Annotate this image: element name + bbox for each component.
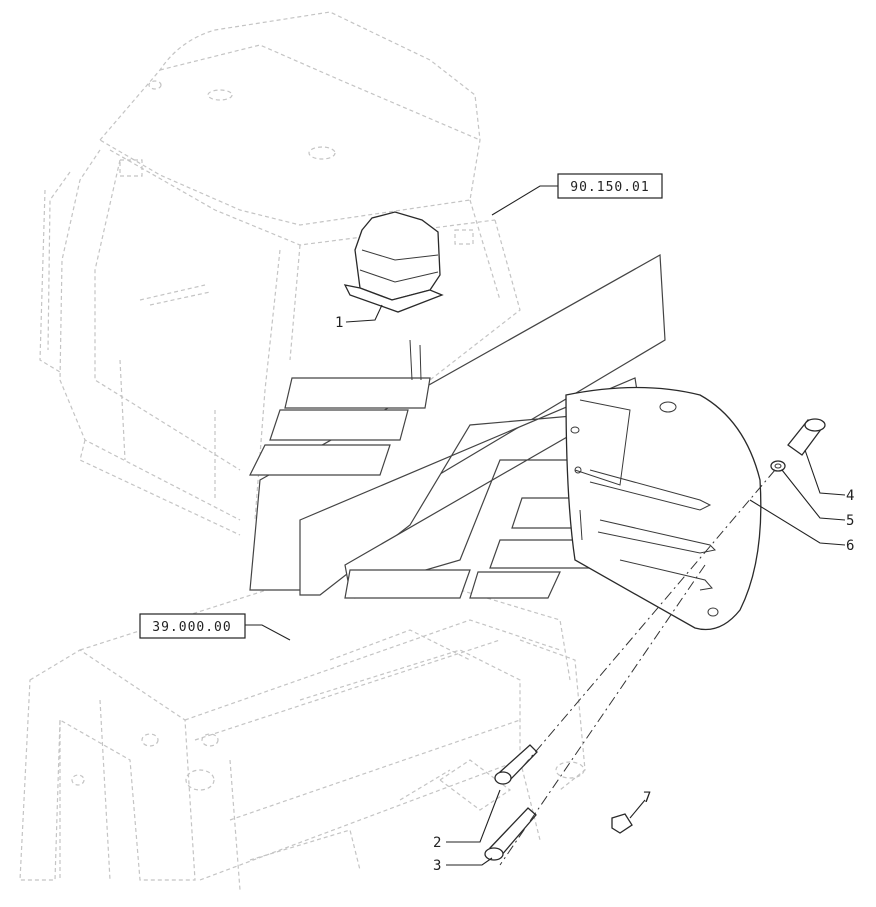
reference-label: 39.000.00 xyxy=(152,620,231,635)
part-4-bolt xyxy=(787,418,826,456)
reference-box-top: 90.150.01 xyxy=(557,173,663,199)
part-1-cover xyxy=(343,211,444,381)
part-3-bolt xyxy=(484,807,537,861)
callout-4: 4 xyxy=(846,488,854,504)
part-2-bolt xyxy=(494,744,538,785)
callout-1: 1 xyxy=(335,315,343,331)
callout-6: 6 xyxy=(846,538,854,554)
leader-lines xyxy=(245,185,846,866)
reference-box-left: 39.000.00 xyxy=(139,613,246,639)
assembly-centerlines xyxy=(499,469,776,866)
callout-7: 7 xyxy=(643,790,651,806)
callout-labels: 1 2 3 4 5 6 7 xyxy=(335,315,854,874)
callout-3: 3 xyxy=(433,858,441,874)
callout-5: 5 xyxy=(846,513,854,529)
reference-label: 90.150.01 xyxy=(570,180,649,195)
part-6-fender xyxy=(565,386,762,631)
callout-2: 2 xyxy=(433,835,441,851)
part-7-nut xyxy=(611,813,633,834)
part-5-washer xyxy=(770,460,786,472)
